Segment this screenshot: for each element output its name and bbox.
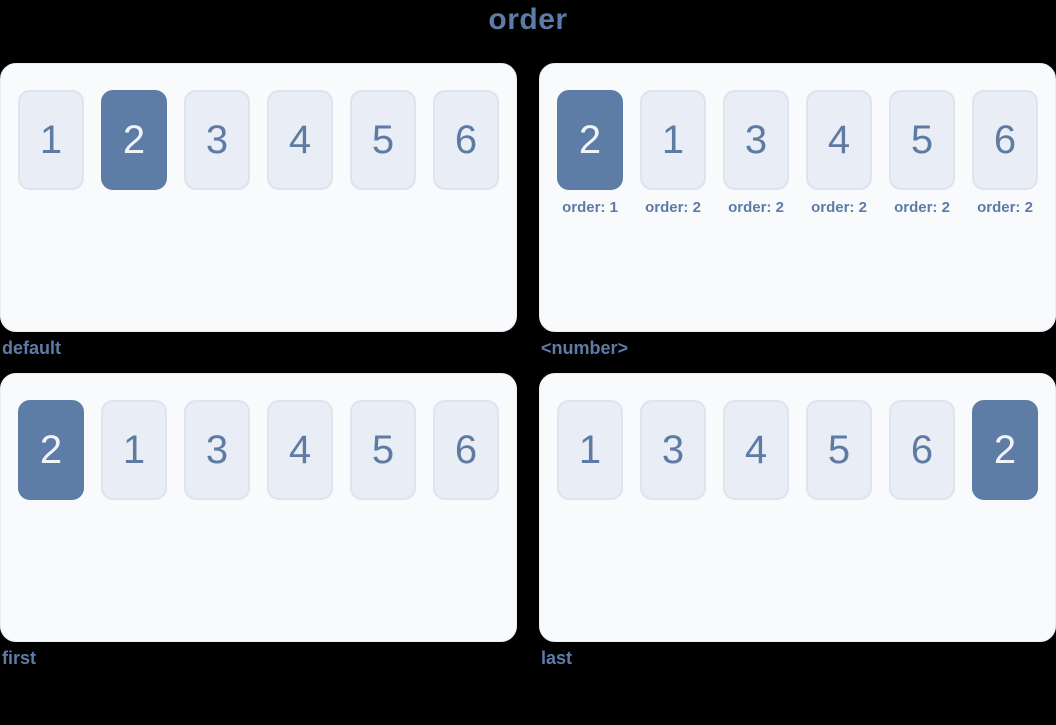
- flex-box-highlighted: 2: [972, 400, 1038, 500]
- flex-box: 1: [101, 400, 167, 500]
- flex-box: 6: [433, 400, 499, 500]
- order-value-caption: order: 2: [977, 199, 1033, 216]
- flex-box: 1: [640, 90, 706, 190]
- flex-item: 1: [557, 400, 623, 500]
- order-value-caption: order: 1: [562, 199, 618, 216]
- flex-box: 1: [18, 90, 84, 190]
- flex-box-highlighted: 2: [101, 90, 167, 190]
- flex-item: 6: [889, 400, 955, 500]
- flex-box: 3: [184, 90, 250, 190]
- panel-card-number: 2 order: 1 1 order: 2 3 order: 2 4 order: 2 5 ord…: [539, 63, 1056, 332]
- panel-label-default: default: [2, 338, 62, 358]
- flex-box: 4: [267, 400, 333, 500]
- flex-item: 5: [350, 90, 416, 190]
- flex-box: 4: [723, 400, 789, 500]
- flex-item: 4 order: 2: [806, 90, 872, 216]
- flex-item: 4: [723, 400, 789, 500]
- flex-item: 2: [18, 400, 84, 500]
- order-value-caption: order: 2: [728, 199, 784, 216]
- flex-item: 3: [184, 400, 250, 500]
- flex-box: 4: [806, 90, 872, 190]
- flex-item: 1 order: 2: [640, 90, 706, 216]
- flex-item: 4: [267, 400, 333, 500]
- flex-item: 1: [18, 90, 84, 190]
- order-value-caption: order: 2: [811, 199, 867, 216]
- flex-box: 5: [889, 90, 955, 190]
- flex-box: 5: [350, 90, 416, 190]
- flex-item: 6: [433, 90, 499, 190]
- flex-item: 1: [101, 400, 167, 500]
- flex-item: 6 order: 2: [972, 90, 1038, 216]
- flex-box: 1: [557, 400, 623, 500]
- page-title: order: [488, 3, 568, 36]
- flex-box: 6: [972, 90, 1038, 190]
- order-value-caption: order: 2: [645, 199, 701, 216]
- flex-item: 4: [267, 90, 333, 190]
- flex-box-highlighted: 2: [18, 400, 84, 500]
- flex-item: 6: [433, 400, 499, 500]
- flex-item: 5: [350, 400, 416, 500]
- flex-item: 5: [806, 400, 872, 500]
- panel-group-number: 2 order: 1 1 order: 2 3 order: 2 4 order: 2 5 ord…: [539, 63, 1056, 373]
- flex-box: 5: [350, 400, 416, 500]
- flex-box: 6: [889, 400, 955, 500]
- panel-label-first: first: [2, 648, 37, 668]
- flex-box: 4: [267, 90, 333, 190]
- flex-box: 3: [723, 90, 789, 190]
- flex-box: 3: [184, 400, 250, 500]
- flex-box-highlighted: 2: [557, 90, 623, 190]
- flex-item: 2: [972, 400, 1038, 500]
- order-value-caption: order: 2: [894, 199, 950, 216]
- panel-label-last: last: [541, 648, 573, 668]
- flex-box: 3: [640, 400, 706, 500]
- flex-item: 3 order: 2: [723, 90, 789, 216]
- flex-item: 3: [640, 400, 706, 500]
- flex-item: 2: [101, 90, 167, 190]
- flex-item: 5 order: 2: [889, 90, 955, 216]
- panel-label-number: <number>: [541, 338, 629, 358]
- flex-box: 6: [433, 90, 499, 190]
- flex-item: 2 order: 1: [557, 90, 623, 216]
- flex-box: 5: [806, 400, 872, 500]
- flex-item: 3: [184, 90, 250, 190]
